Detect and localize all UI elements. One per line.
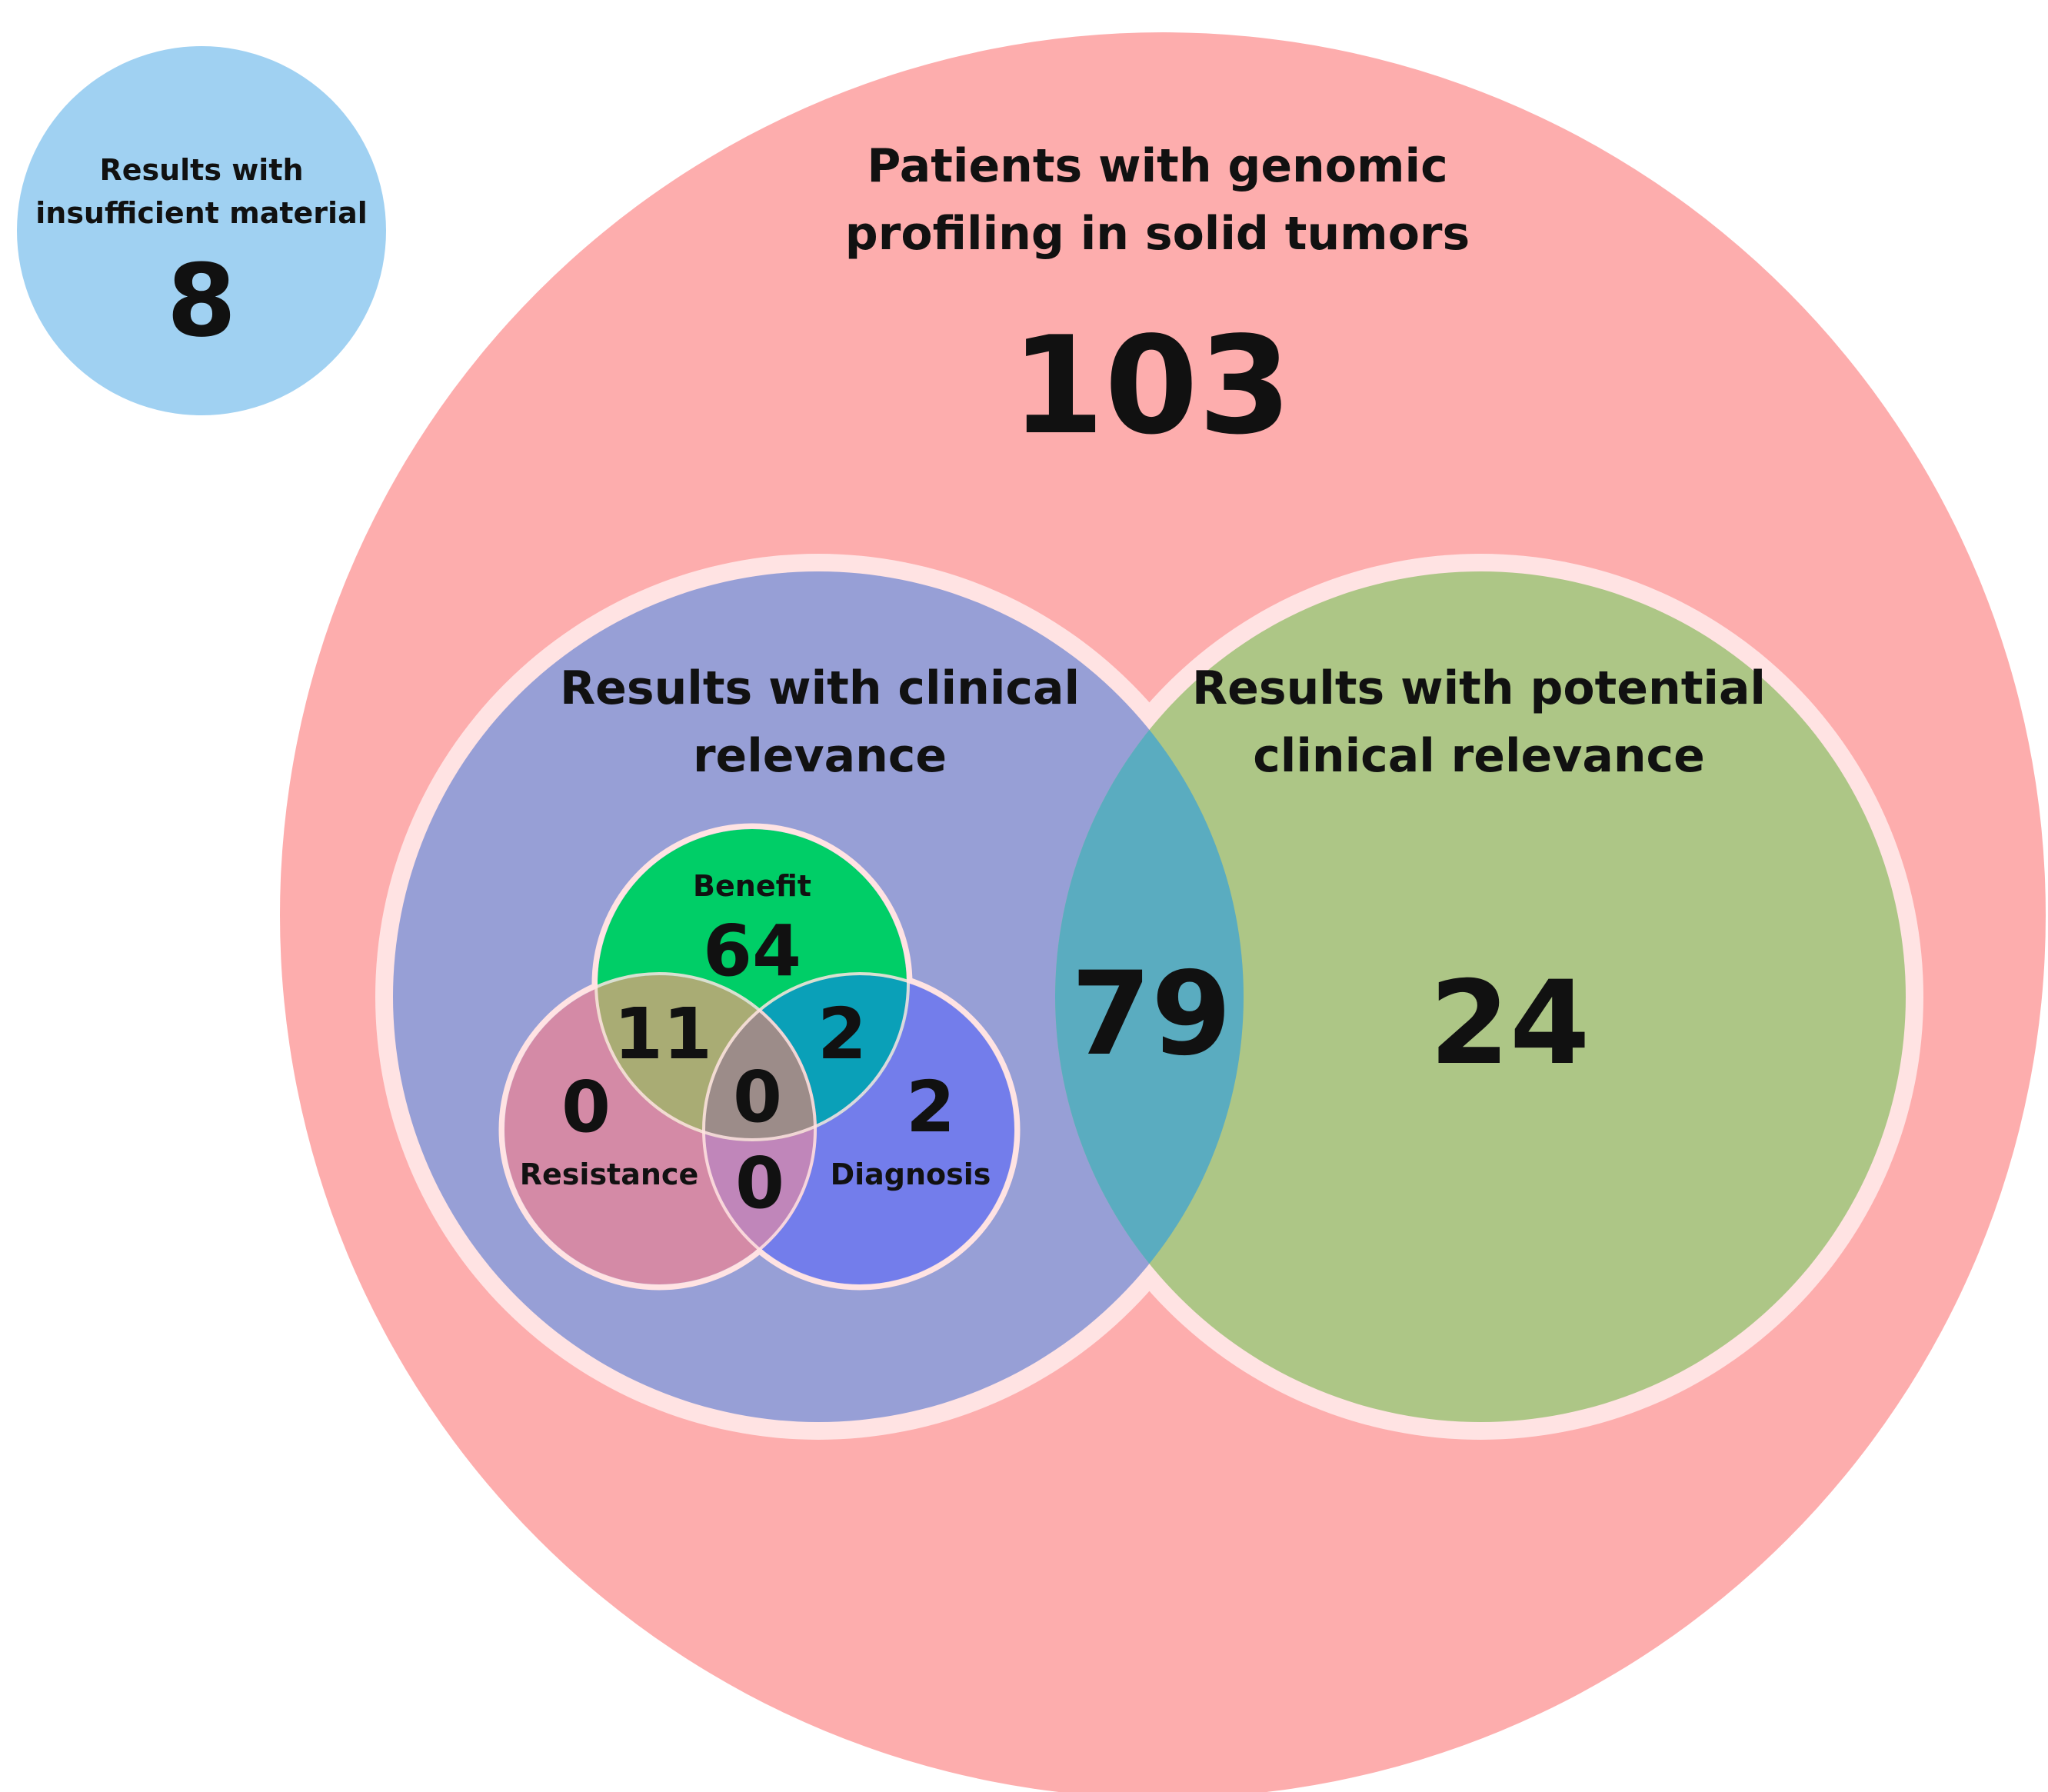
potential-relevance-label-line2: clinical relevance	[1253, 729, 1705, 783]
benefit-outline	[594, 826, 910, 1141]
potential-relevance-label-line1: Results with potential	[1192, 661, 1766, 715]
insufficient-material-label-line2: insufficient material	[35, 196, 368, 230]
benefit-label: Benefit	[693, 869, 811, 903]
patients-label-line1: Patients with genomic	[867, 139, 1447, 193]
resistance-diagnosis-count: 0	[735, 1142, 784, 1224]
resistance-outline	[501, 972, 817, 1287]
resistance-only-count: 0	[561, 1066, 611, 1148]
diagnosis-label: Diagnosis	[831, 1157, 991, 1191]
patients-count: 103	[1011, 308, 1291, 465]
patients-label-line2: profiling in solid tumors	[845, 207, 1470, 261]
diagnosis-outline	[702, 972, 1017, 1287]
all-three-count: 0	[733, 1056, 782, 1138]
insufficient-material-label-line1: Results with	[99, 153, 303, 187]
benefit-diagnosis-count: 2	[818, 993, 867, 1075]
benefit-resistance-count: 11	[614, 993, 712, 1075]
benefit-only-count: 64	[703, 910, 801, 992]
insufficient-material-circle	[17, 46, 386, 415]
clinical-relevance-label-line2: relevance	[693, 729, 947, 783]
diagnosis-only-count: 2	[906, 1066, 955, 1148]
resistance-label: Resistance	[520, 1157, 698, 1191]
potential-relevance-count: 24	[1430, 957, 1590, 1091]
all-three-region	[705, 975, 817, 1141]
overlap-count: 79	[1071, 948, 1232, 1081]
clinical-relevance-label-line1: Results with clinical	[560, 661, 1080, 715]
insufficient-material-count: 8	[167, 242, 236, 359]
potential-relevance-circle	[1055, 571, 1906, 1422]
